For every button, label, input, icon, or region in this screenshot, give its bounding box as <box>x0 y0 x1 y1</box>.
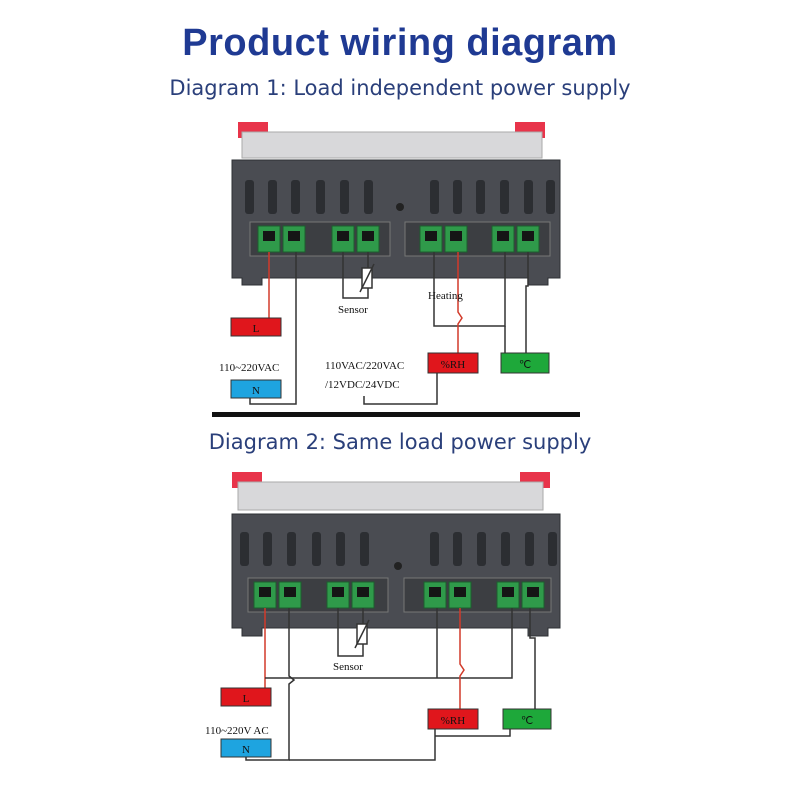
wires <box>249 252 529 405</box>
terminal-block <box>253 581 545 609</box>
controller-unit <box>231 122 561 286</box>
terminal-N-box: N <box>220 738 272 758</box>
diagram-2-heading: Diagram 2: Same load power supply <box>208 430 592 454</box>
N-label: N <box>252 385 260 397</box>
L-label: L <box>243 693 250 705</box>
temperature-load-box: ℃ <box>502 708 552 730</box>
humidity-load-box: %RH <box>427 352 479 374</box>
celsius-label: ℃ <box>519 359 531 371</box>
wiring-diagram-1: L N %RH ℃ Sensor Heating 110~220VAC 110V… <box>219 122 561 405</box>
terminal-L-box: L <box>220 687 272 707</box>
sensor-label: Sensor <box>338 304 368 316</box>
humidity-load-box: %RH <box>427 708 479 730</box>
N-label: N <box>242 744 250 756</box>
load-supply-label-1: 110VAC/220VAC <box>325 360 404 372</box>
controller-unit <box>231 472 561 637</box>
terminal-N-box: N <box>230 379 282 399</box>
rh-label: %RH <box>441 715 466 727</box>
supply-voltage-label: 110~220V AC <box>205 725 269 737</box>
rh-label: %RH <box>441 359 466 371</box>
section-divider <box>212 412 580 417</box>
supply-voltage-label: 110~220VAC <box>219 362 279 374</box>
diagram-1-heading: Diagram 1: Load independent power supply <box>169 76 631 100</box>
page-title: Product wiring diagram <box>182 22 618 64</box>
wires <box>245 608 536 761</box>
heating-label: Heating <box>428 290 463 302</box>
sensor-label: Sensor <box>333 661 363 673</box>
terminal-block <box>257 225 540 253</box>
load-supply-label-2: /12VDC/24VDC <box>325 379 400 391</box>
celsius-label: ℃ <box>521 715 533 727</box>
L-label: L <box>253 323 260 335</box>
wiring-diagram-2: L N %RH ℃ Sensor 110~220V AC <box>205 472 561 761</box>
terminal-L-box: L <box>230 317 282 337</box>
temperature-load-box: ℃ <box>500 352 550 374</box>
